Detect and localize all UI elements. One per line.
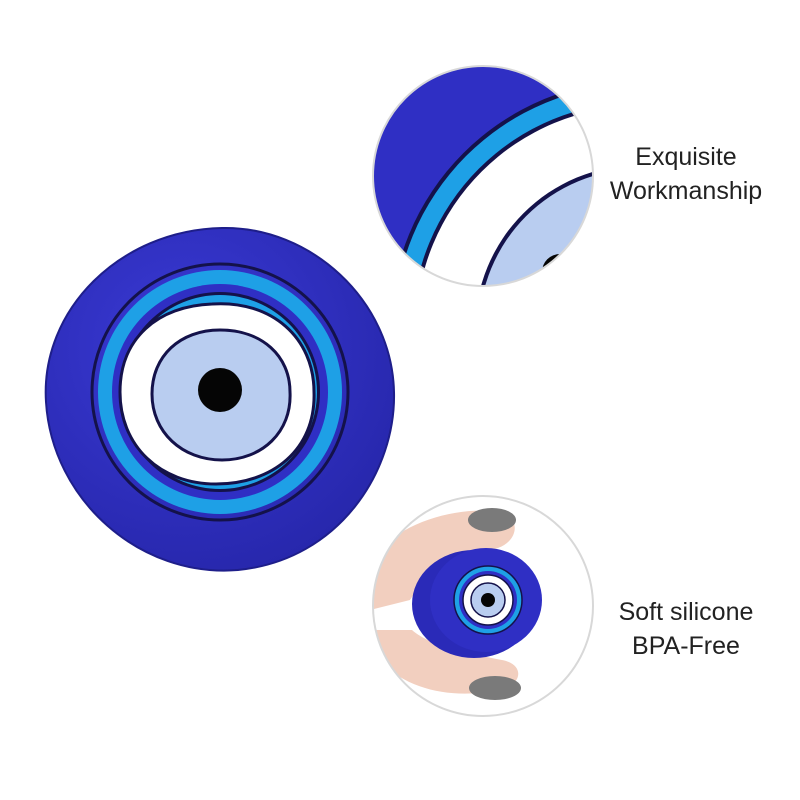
- feature-caption-material: Soft silicone BPA-Free: [596, 595, 776, 663]
- caption-line: Exquisite: [635, 143, 737, 171]
- caption-line: Soft silicone: [618, 598, 754, 626]
- feature-caption-workmanship: Exquisite Workmanship: [596, 140, 776, 208]
- hand-held-bead-circle: [372, 495, 594, 717]
- caption-line: BPA-Free: [632, 632, 740, 660]
- evil-eye-bead-main: [44, 226, 396, 572]
- zoom-detail-circle: [372, 65, 594, 287]
- caption-line: Workmanship: [609, 177, 763, 205]
